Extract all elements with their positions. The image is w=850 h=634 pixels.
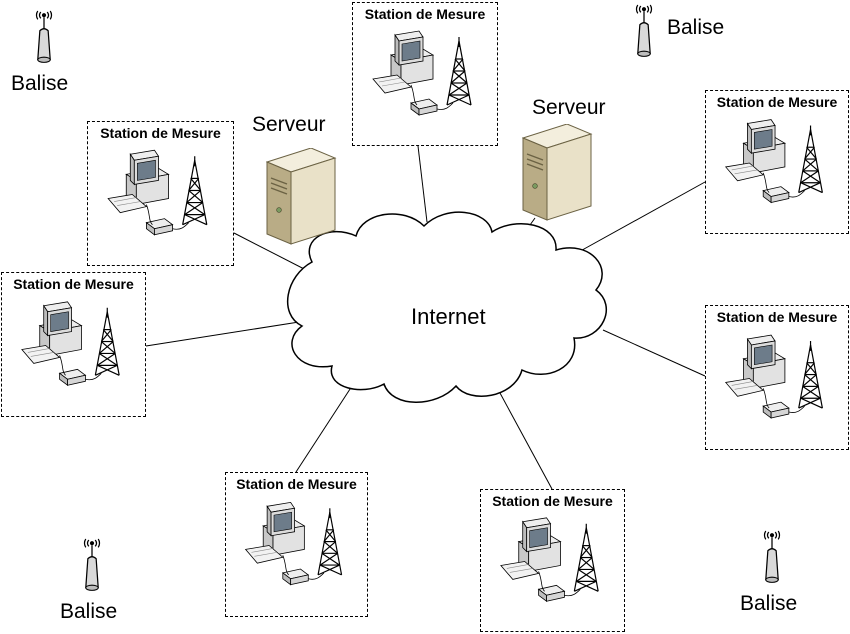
link-right-upper: [574, 181, 706, 255]
link-right-middle: [602, 329, 706, 377]
link-top-center: [417, 145, 428, 223]
link-bottom-left: [295, 385, 353, 473]
station-bottom-center: Station de Mesure: [480, 489, 625, 632]
beacon-label: Balise: [740, 592, 798, 615]
link-left-upper: [233, 232, 311, 273]
station-bottom-left: Station de Mesure: [225, 472, 368, 617]
station-equipment: [725, 334, 823, 419]
station-label: Station de Mesure: [716, 94, 838, 110]
station-left-middle: Station de Mesure: [1, 272, 146, 417]
beacon-icon: [763, 530, 781, 583]
beacon-label: Balise: [667, 16, 725, 39]
station-label: Station de Mesure: [716, 309, 838, 325]
beacon-label: Balise: [11, 72, 69, 95]
station-right-upper: Station de Mesure: [705, 90, 849, 234]
station-top-center: Station de Mesure: [352, 2, 498, 146]
station-equipment: [500, 517, 599, 602]
station-equipment: [372, 30, 472, 116]
station-label: Station de Mesure: [100, 125, 221, 141]
link-bottom-center: [499, 392, 553, 490]
beacon-icon: [635, 4, 653, 57]
station-equipment: [107, 149, 208, 236]
station-equipment: [725, 119, 823, 204]
server-icon: [522, 124, 592, 221]
station-label: Station de Mesure: [492, 493, 613, 509]
server-label: Serveur: [532, 96, 606, 119]
beacon-label: Balise: [60, 600, 118, 623]
station-equipment: [21, 301, 120, 386]
beacon-icon: [35, 10, 53, 63]
station-label: Station de Mesure: [13, 276, 134, 292]
internet-cloud: [286, 211, 607, 403]
station-label: Station de Mesure: [236, 476, 357, 492]
station-left-upper: Station de Mesure: [87, 121, 234, 266]
beacon-icon: [83, 538, 101, 591]
station-equipment: [245, 501, 343, 586]
link-left-middle: [145, 321, 300, 347]
internet-label: Internet: [411, 304, 486, 329]
connection-lines: [145, 145, 706, 490]
station-label: Station de Mesure: [364, 6, 486, 22]
server-icon: [266, 148, 336, 245]
server-label: Serveur: [252, 113, 326, 136]
station-right-middle: Station de Mesure: [705, 305, 849, 450]
